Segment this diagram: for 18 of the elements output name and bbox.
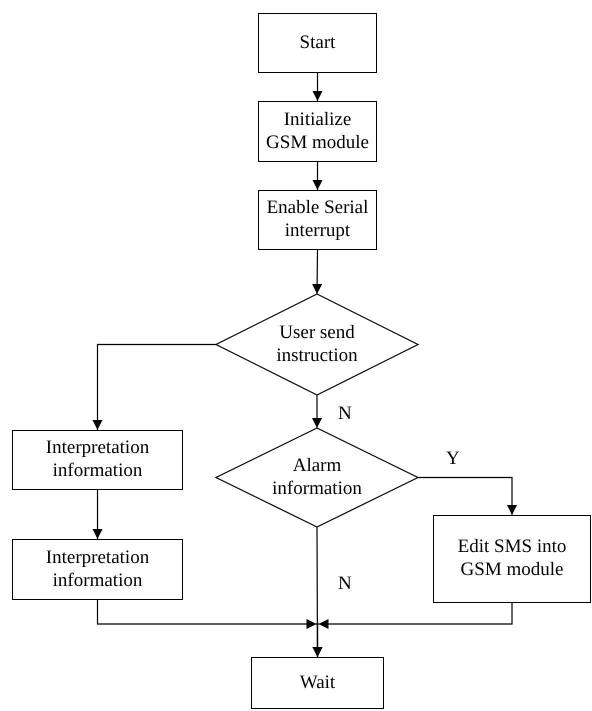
process-box [12, 539, 183, 600]
node-text: Interpretation information [44, 437, 150, 483]
process-box [258, 13, 377, 73]
process-box [12, 430, 183, 490]
node-text: Alarm information [271, 454, 363, 500]
node-text: Interpretation information [44, 546, 150, 592]
node-text: Initialize GSM module [265, 108, 370, 154]
decision-diamond [216, 294, 418, 395]
process-box [251, 657, 384, 709]
decision-diamond [216, 428, 418, 527]
node-text: Enable Serial interrupt [266, 197, 370, 243]
node-text: Start [300, 32, 336, 54]
node-text: User send instruction [275, 322, 359, 368]
node-text: Edit SMS into GSM module [456, 536, 568, 582]
process-box [258, 190, 377, 250]
process-box [433, 515, 591, 603]
process-box [258, 101, 377, 162]
node-text: Wait [300, 672, 336, 694]
